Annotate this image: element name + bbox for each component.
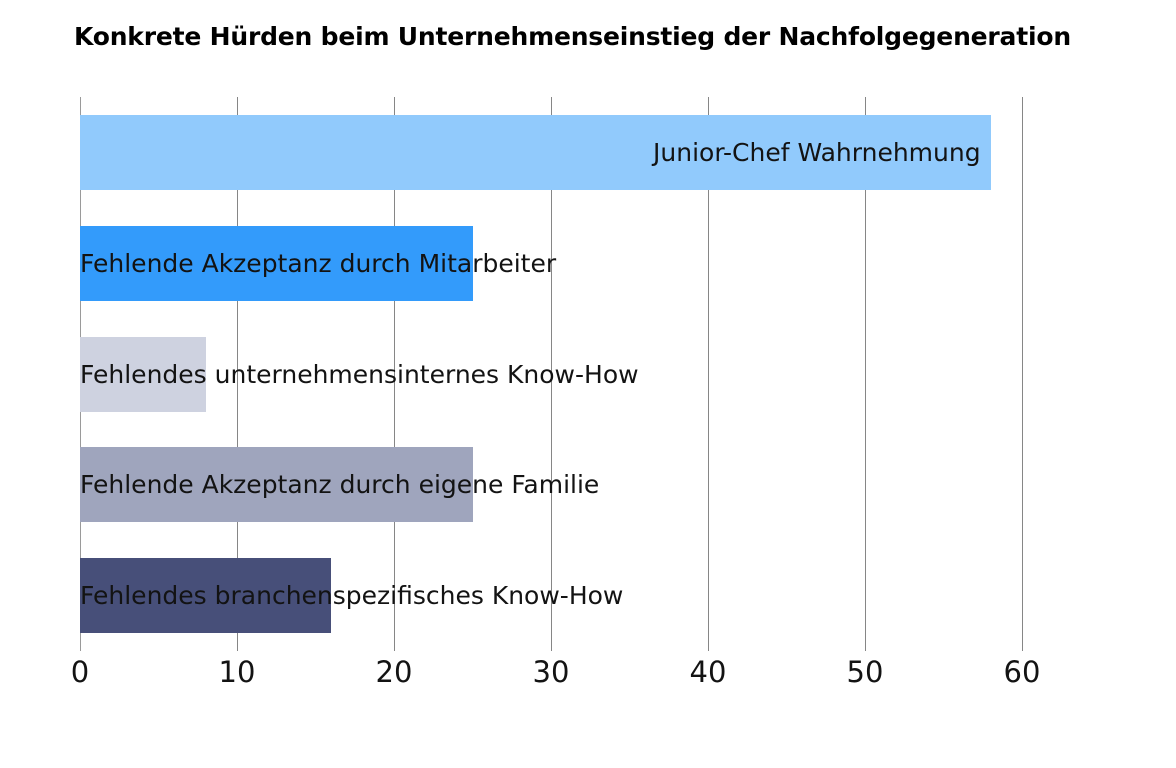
x-tick-label: 60 [1003,655,1041,689]
x-tick-label: 40 [689,655,727,689]
bar-label: Fehlende Akzeptanz durch eigene Familie [80,470,600,500]
bar[interactable] [80,225,473,301]
bar-label: Fehlendes branchenspezifisches Know-How [80,581,624,611]
x-tick-label: 20 [375,655,413,689]
chart-title: Konkrete Hürden beim Unternehmenseinstie… [74,22,1071,51]
bar-row: Junior-Chef Wahrnehmung [80,97,1022,208]
bar-label: Fehlende Akzeptanz durch Mitarbeiter [80,248,557,278]
gridline [1022,97,1023,651]
gridline [237,97,238,651]
gridline [865,97,866,651]
bar-row: Fehlendes branchenspezifisches Know-How [80,540,1022,651]
gridline [708,97,709,651]
bar[interactable] [80,447,473,523]
x-tick-label: 50 [846,655,884,689]
bar[interactable] [80,558,332,634]
bar[interactable] [80,115,991,190]
x-tick-label: 30 [532,655,570,689]
x-axis-tick-labels: 0 10 20 30 40 50 60 [71,655,1041,695]
x-tick-label: 0 [70,655,90,689]
bar-row: Fehlende Akzeptanz durch Mitarbeiter [80,208,1022,319]
bar-label: Fehlendes unternehmensinternes Know-How [80,359,639,389]
bar-label: Junior-Chef Wahrnehmung [653,138,981,167]
bar[interactable] [80,336,206,412]
x-tick-label: 10 [218,655,256,689]
bar-row: Fehlende Akzeptanz durch eigene Familie [80,429,1022,540]
gridline [551,97,552,651]
gridline [394,97,395,651]
bar-row: Fehlendes unternehmensinternes Know-How [80,319,1022,430]
